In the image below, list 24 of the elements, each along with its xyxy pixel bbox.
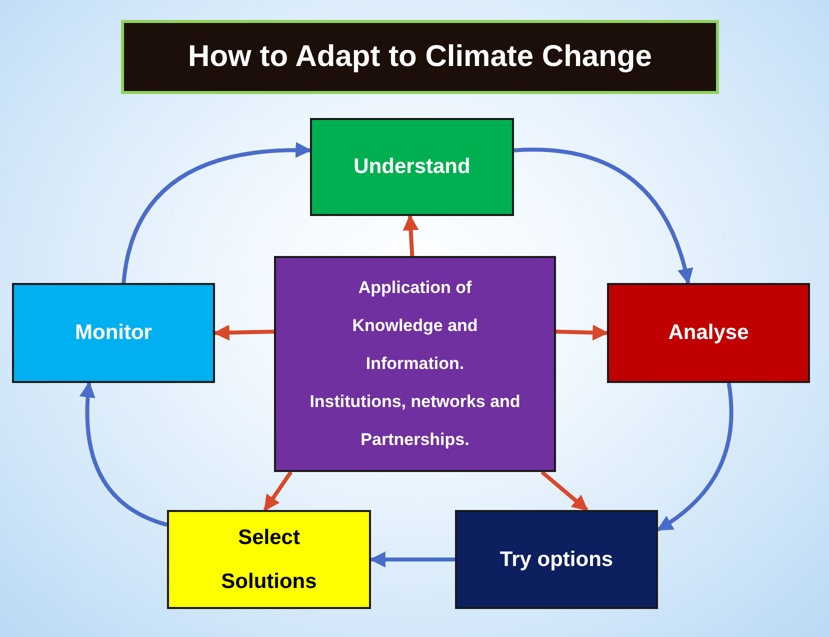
arrow: [122, 142, 312, 284]
box-text: Institutions, networks and Partnerships.: [308, 391, 522, 451]
arrow: [263, 470, 293, 512]
box-text: Understand: [354, 154, 470, 180]
arrow: [540, 470, 588, 512]
arrow: [556, 324, 609, 341]
arrow: [402, 214, 419, 256]
arrow: [514, 148, 693, 285]
arrow: [656, 382, 734, 532]
box-text: Try options: [500, 546, 614, 572]
box-text: Monitor: [75, 320, 152, 346]
box-text: Application of Knowledge and Information.: [351, 277, 479, 375]
process-box: [310, 118, 514, 216]
arrow: [369, 552, 455, 568]
box-text: Select Solutions: [220, 524, 318, 594]
box-text: Analyse: [668, 320, 749, 346]
process-box: [455, 510, 658, 609]
process-box: [12, 283, 215, 383]
title: How to Adapt to Climate Change: [188, 40, 652, 74]
process-box: [607, 283, 810, 383]
process-box: [274, 256, 556, 472]
arrow: [213, 324, 274, 341]
process-box: [167, 510, 371, 609]
arrow: [80, 381, 168, 527]
